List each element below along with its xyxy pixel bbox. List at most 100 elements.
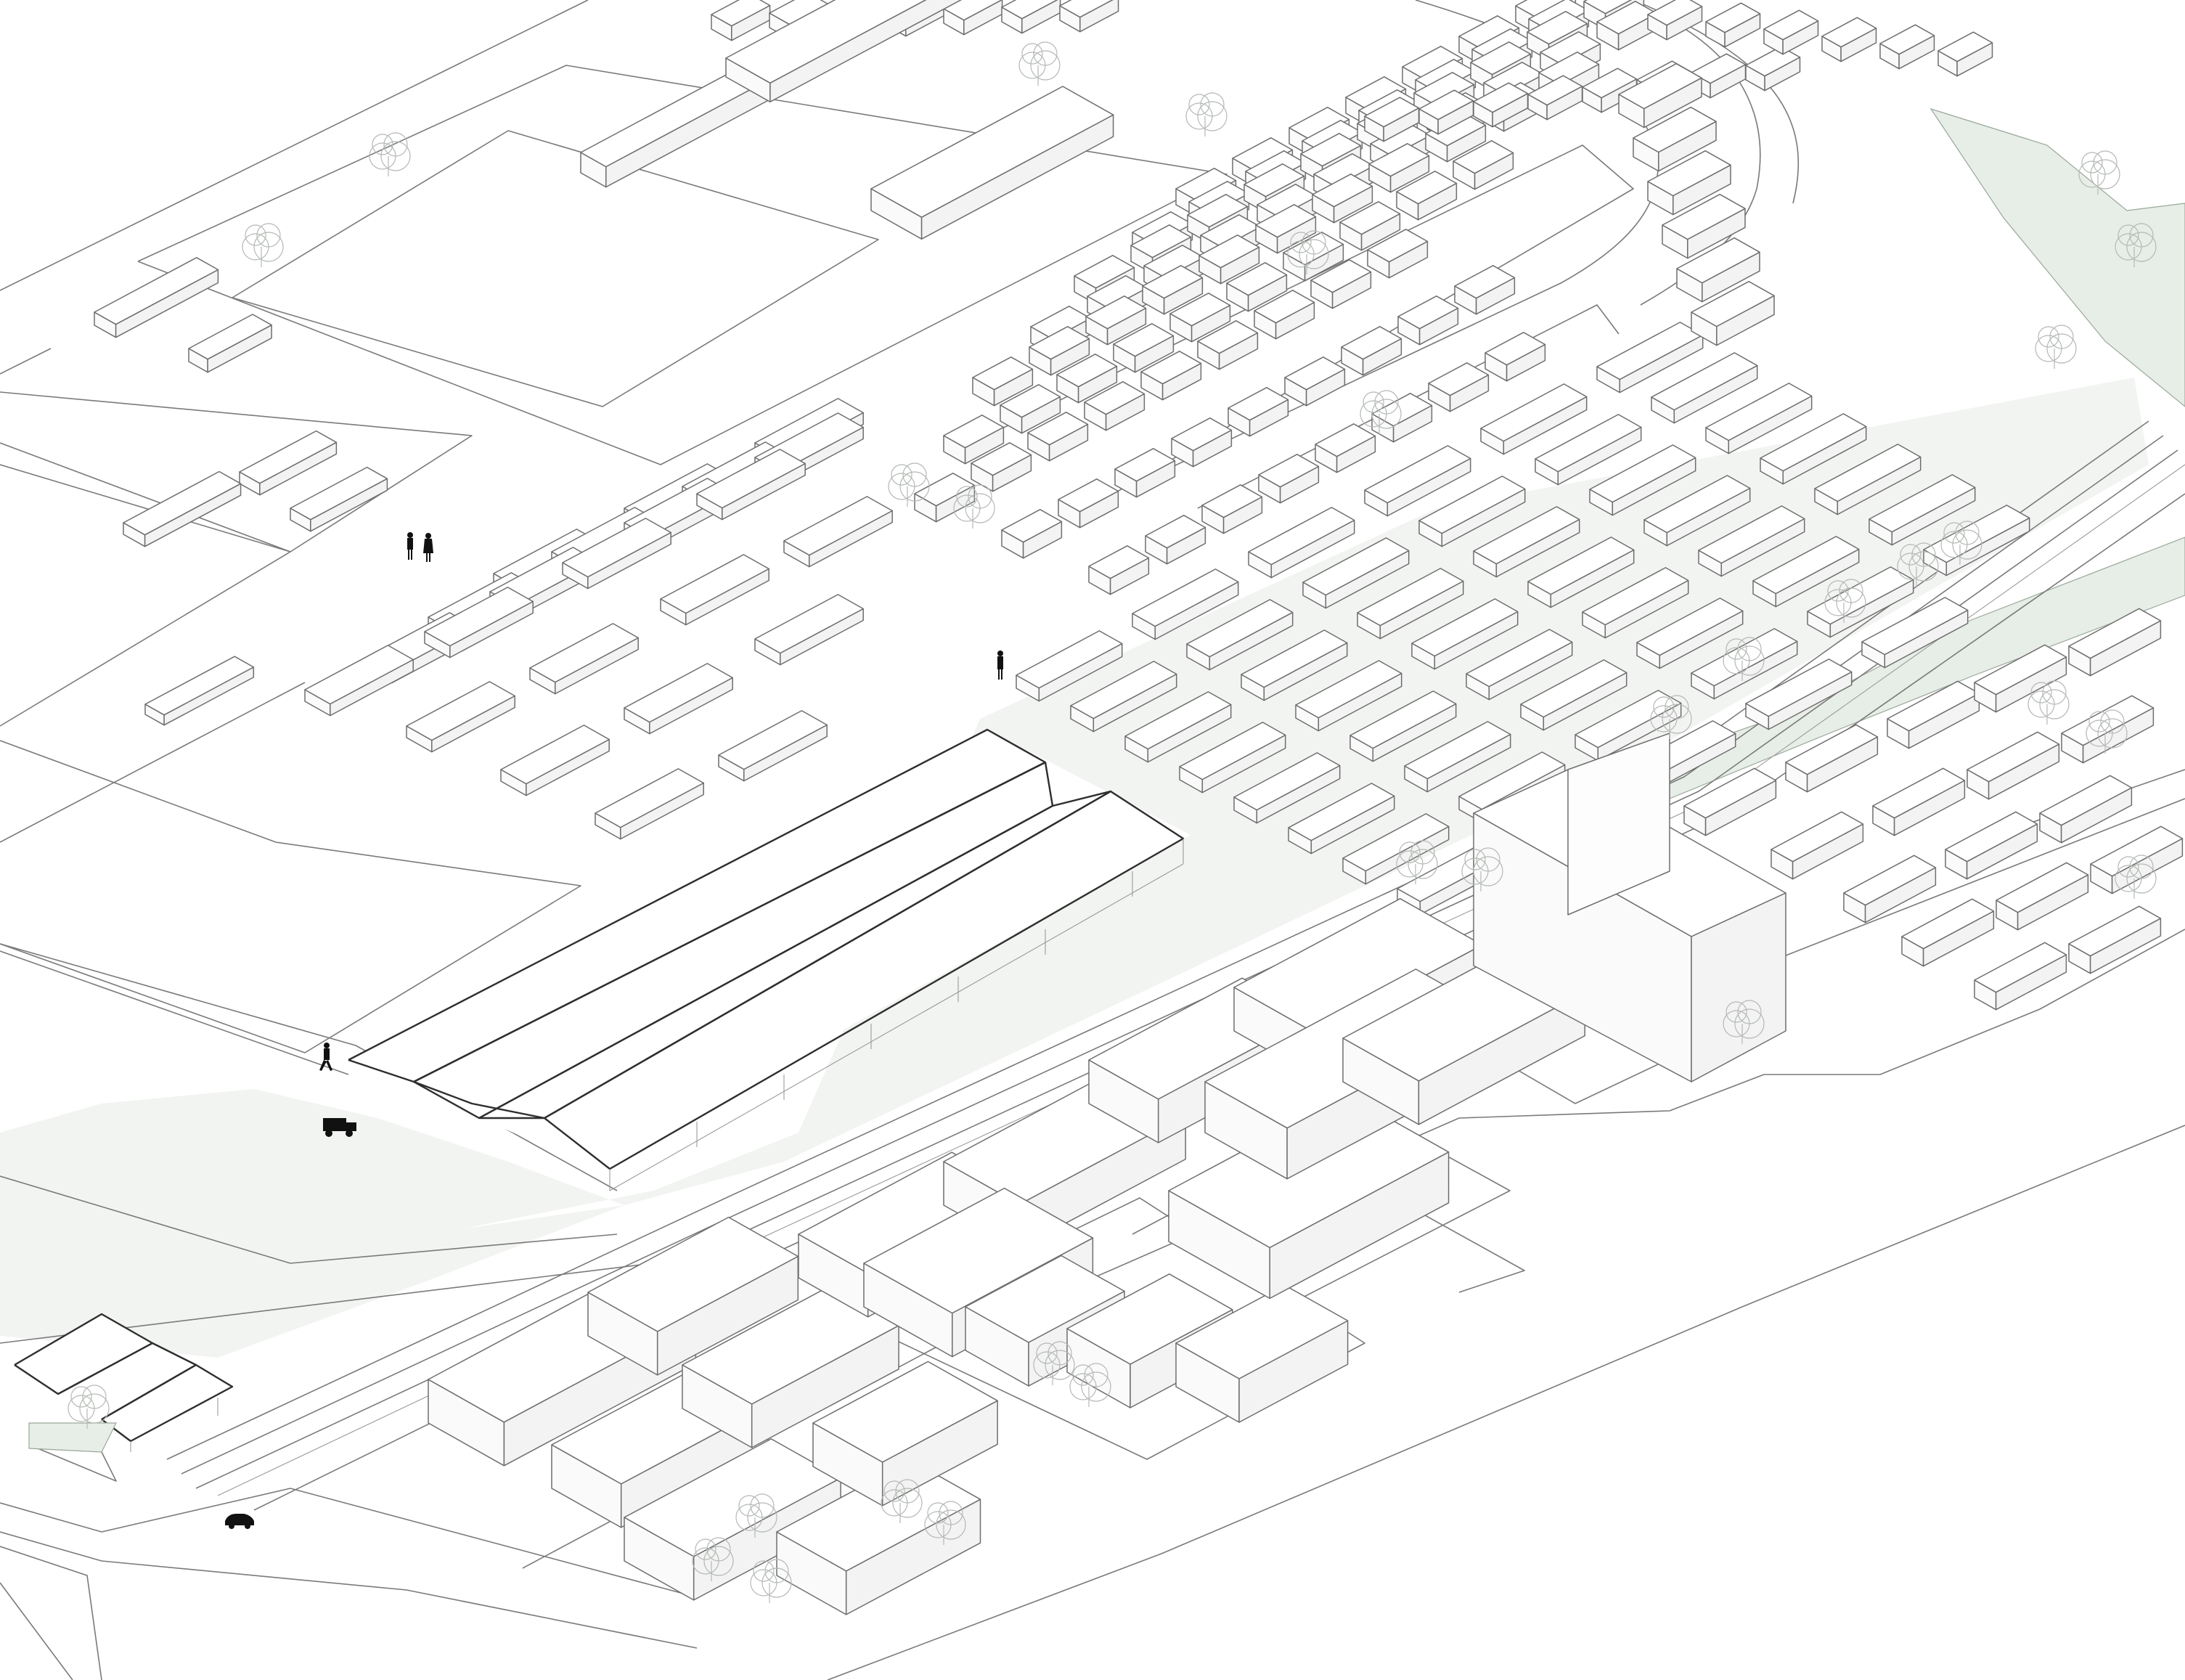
building-box [1705, 2, 1761, 48]
building-box [500, 725, 610, 796]
building-box [1771, 811, 1864, 880]
building-box [239, 430, 338, 496]
building-box [144, 656, 255, 726]
building-box [1861, 597, 1969, 669]
tree [2086, 709, 2128, 754]
building-box [290, 466, 388, 532]
building-box [1201, 484, 1263, 534]
tree [1723, 637, 1765, 681]
building-masses [94, 0, 2184, 1615]
tree [2078, 150, 2120, 195]
building-box [1454, 265, 1516, 315]
tree [1033, 1341, 1075, 1385]
tree [1824, 579, 1866, 623]
building-box [1058, 478, 1119, 529]
building-box [1241, 629, 1348, 701]
tall-apartment-block [1473, 733, 1786, 1082]
building-box [123, 470, 242, 547]
market-shed-columns [609, 839, 1184, 1191]
building-box [1124, 691, 1232, 763]
building-box [1807, 566, 1914, 638]
building-box [94, 257, 219, 338]
building-box [1248, 507, 1355, 579]
building-box [1473, 506, 1580, 578]
building-box [1342, 813, 1450, 885]
building-box [1785, 724, 1879, 793]
tree [888, 462, 930, 507]
building-box [1937, 31, 1993, 77]
building-box [718, 710, 828, 782]
building-box [1974, 644, 2067, 713]
building-box [1001, 0, 1061, 34]
person-figure [423, 533, 433, 562]
building-box [1357, 568, 1464, 640]
tree [1940, 521, 1982, 565]
person-figure [407, 532, 413, 560]
building-box [1618, 62, 1702, 129]
building-box [812, 1361, 998, 1506]
building-box [1901, 898, 1995, 967]
building-box [1535, 414, 1642, 486]
building-box [1029, 326, 1090, 376]
building-box [971, 442, 1032, 492]
building-box [1691, 628, 1798, 700]
building-box [1662, 193, 1746, 259]
building-box [1233, 752, 1341, 824]
building-box [914, 473, 976, 523]
building-box [696, 449, 806, 521]
tree [1396, 840, 1438, 884]
building-box [1186, 599, 1294, 671]
building-box [1140, 351, 1202, 401]
building-box [1428, 362, 1490, 412]
trees [68, 41, 2157, 1603]
building-box [783, 496, 893, 568]
building-box [776, 1459, 981, 1615]
building-box [1228, 387, 1289, 437]
building-box [1367, 229, 1429, 279]
building-box [1411, 598, 1519, 670]
building-box [1284, 356, 1346, 407]
building-box [1349, 690, 1457, 762]
building-box [1145, 515, 1206, 565]
building-box [1589, 444, 1696, 516]
building-box [2090, 825, 2184, 894]
building-box [1425, 113, 1487, 163]
building-box [1084, 381, 1145, 431]
building-box [188, 314, 272, 373]
building-box [1966, 731, 2060, 800]
building-box [1691, 280, 1775, 346]
tree [924, 1501, 966, 1545]
building-box [1312, 174, 1373, 224]
building-box [1254, 290, 1315, 340]
building-box [1088, 545, 1150, 595]
building-box [870, 86, 1114, 240]
building-box [682, 1286, 899, 1448]
building-box [754, 594, 864, 666]
building-box [1596, 322, 1704, 394]
people-figures [319, 532, 1003, 1071]
tree [735, 1493, 777, 1538]
tree [1723, 1000, 1765, 1044]
building-box [1683, 767, 1777, 836]
building-box [1705, 383, 1813, 454]
tree [953, 484, 995, 529]
tree [1461, 847, 1503, 892]
building-box [1814, 444, 1921, 515]
building-box [529, 623, 639, 695]
building-box [1059, 0, 1119, 33]
building-box [1643, 475, 1751, 547]
market-shed [348, 728, 1190, 1191]
building-box [1760, 413, 1867, 485]
building-box [1575, 690, 1682, 762]
building-box [1676, 237, 1760, 303]
building-box [1636, 598, 1744, 669]
tree [1897, 542, 1939, 587]
building-box [1255, 204, 1317, 254]
tree [68, 1385, 110, 1429]
building-box [587, 1216, 799, 1376]
building-box [1001, 509, 1063, 559]
tree [369, 132, 411, 176]
building-box [2061, 695, 2155, 764]
building-box [1368, 143, 1430, 193]
